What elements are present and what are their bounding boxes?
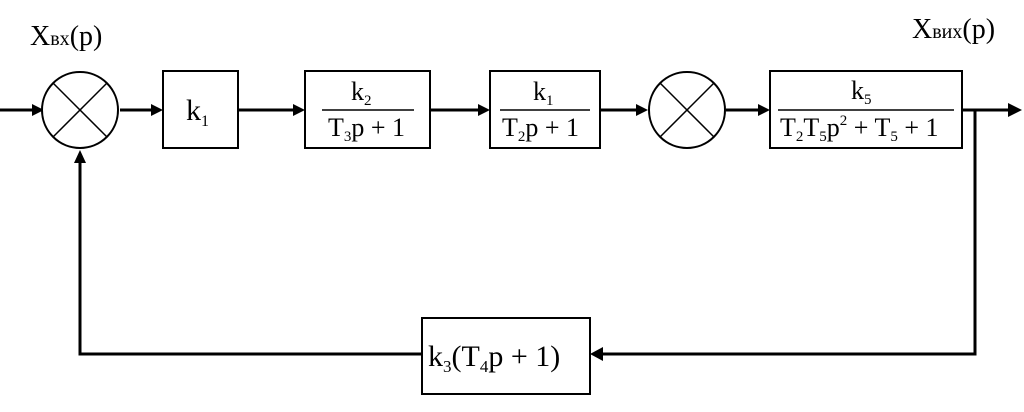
arrow-into-b3 xyxy=(478,104,490,116)
svg-text:k5: k5 xyxy=(851,76,872,108)
arrow-output xyxy=(1008,103,1022,117)
arrow-into-feedback-block xyxy=(590,347,603,361)
arrow-into-sum2 xyxy=(636,104,648,116)
svg-text:k3(T4p + 1): k3(T4p + 1) xyxy=(428,340,560,376)
wire-feedback-down xyxy=(600,110,977,356)
block-transfer-4: k5 T2T5p2 + T5 + 1 xyxy=(769,70,963,149)
summing-junction-1 xyxy=(41,71,119,149)
summing-junction-2 xyxy=(648,71,726,149)
svg-text:k1: k1 xyxy=(533,77,554,109)
block-gain-k1: k1 xyxy=(162,70,239,149)
svg-text:k1: k1 xyxy=(186,94,209,130)
block-transfer-2: k2 T3p + 1 xyxy=(304,70,431,149)
arrow-into-b4 xyxy=(758,104,770,116)
arrow-into-sum1 xyxy=(32,104,44,116)
block-feedback: k3(T4p + 1) xyxy=(421,317,591,395)
svg-text:T2T5p2 + T5 + 1: T2T5p2 + T5 + 1 xyxy=(780,113,939,145)
output-signal-label: Xвих(p) xyxy=(912,14,995,45)
arrow-into-b2 xyxy=(293,104,305,116)
input-signal-label: Xвх(p) xyxy=(30,21,102,52)
svg-text:T2p + 1: T2p + 1 xyxy=(502,113,579,145)
arrow-into-sum1-bottom xyxy=(74,150,86,163)
block-transfer-3: k1 T2p + 1 xyxy=(489,70,601,149)
wire-feedback-return xyxy=(78,158,422,356)
svg-text:T3p + 1: T3p + 1 xyxy=(328,113,405,145)
svg-text:k2: k2 xyxy=(351,77,372,109)
arrow-into-b1 xyxy=(151,104,163,116)
